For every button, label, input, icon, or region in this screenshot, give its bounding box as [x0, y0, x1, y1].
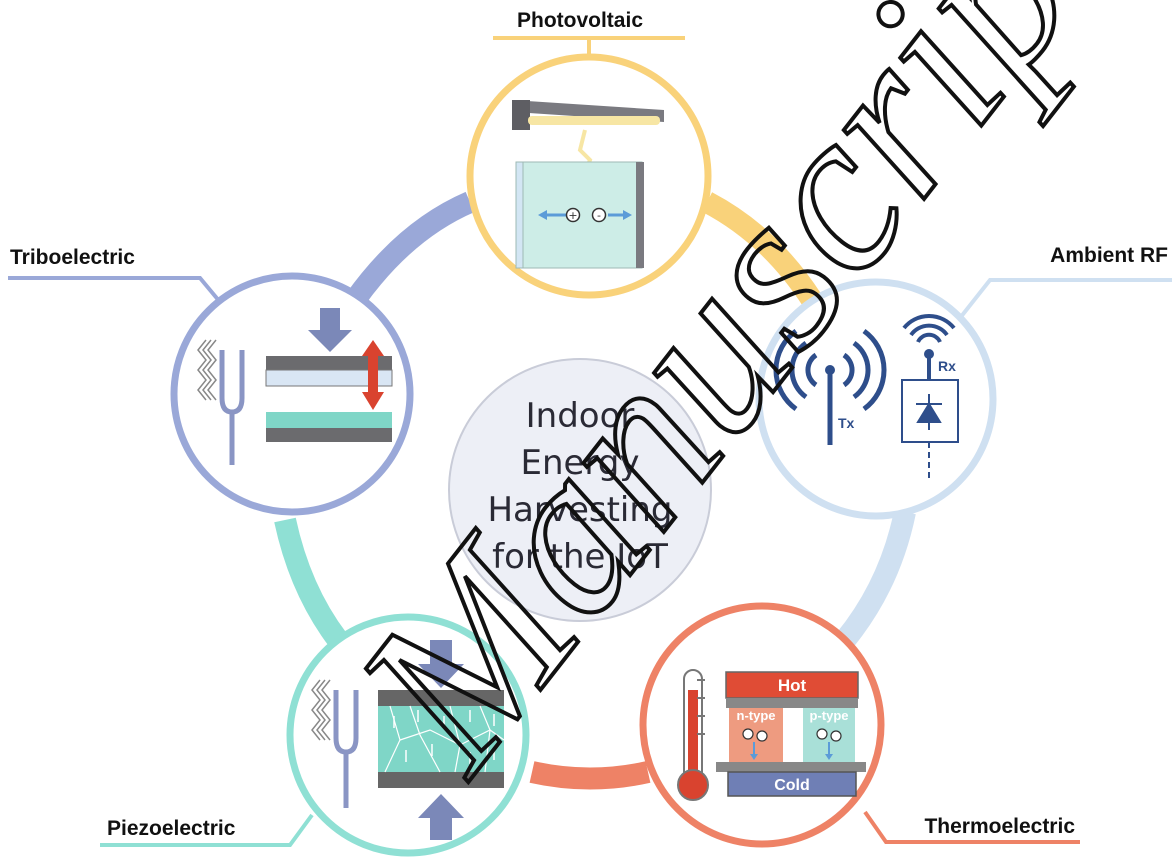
- ambient-rf-node: Ambient RF Tx Rx: [755, 244, 1172, 520]
- piezoelectric-label: Piezoelectric: [107, 817, 236, 840]
- cold-label: Cold: [774, 777, 810, 794]
- center-line-2: Energy: [520, 443, 639, 483]
- connector-ring: [274, 191, 916, 790]
- rx-label: Rx: [938, 358, 956, 374]
- arc-triboelectric-photovoltaic: [346, 191, 475, 307]
- contact-separation-arrow-icon: [362, 340, 384, 410]
- arc-thermoelectric-piezoelectric: [529, 761, 651, 790]
- n-type-leg: [729, 708, 783, 762]
- center-line-4: for the IoT: [492, 537, 668, 577]
- rectifier-diode-icon: [901, 379, 959, 482]
- svg-text:-: -: [597, 209, 601, 222]
- photovoltaic-node: Photovoltaic + -: [466, 9, 712, 299]
- triboelectric-node: Triboelectric: [8, 246, 414, 516]
- svg-text:+: +: [568, 209, 577, 222]
- p-type-label: p-type: [810, 708, 849, 723]
- tx-label: Tx: [838, 415, 855, 431]
- vibration-icon: [197, 339, 217, 401]
- center-line-3: Harvesting: [487, 490, 672, 530]
- press-up-arrow-icon: [418, 794, 464, 840]
- cold-plate: [727, 771, 857, 797]
- triboelectric-label: Triboelectric: [10, 246, 135, 269]
- arc-piezoelectric-triboelectric: [274, 517, 347, 647]
- tuning-fork-icon: [219, 350, 245, 465]
- piezoelectric-node: Piezoelectric: [100, 613, 530, 857]
- thermoelectric-node: Thermoelectric Hot n-type p-type: [639, 602, 1080, 848]
- hot-label: Hot: [778, 676, 807, 695]
- arc-ambient-thermoelectric: [836, 509, 916, 647]
- ambient-rf-label: Ambient RF: [1050, 244, 1168, 267]
- dipole-arrows: [393, 710, 495, 764]
- center-line-1: Indoor: [526, 396, 635, 436]
- tx-antenna-icon: [773, 328, 887, 445]
- thermoelectric-label: Thermoelectric: [924, 815, 1075, 838]
- n-type-label: n-type: [737, 708, 776, 723]
- press-down-arrow-icon: [418, 640, 464, 688]
- hot-plate: [725, 671, 859, 699]
- charge-arrows: + -: [538, 207, 632, 223]
- arc-photovoltaic-ambient: [701, 192, 822, 307]
- photovoltaic-label: Photovoltaic: [517, 9, 643, 32]
- tuning-fork-icon: [333, 690, 359, 808]
- press-down-arrow-icon: [308, 308, 352, 352]
- lamp-icon: [512, 100, 664, 130]
- vibration-icon: [311, 679, 331, 741]
- center-node: Indoor Energy Harvesting for the IoT: [448, 358, 712, 622]
- thermometer-icon: [677, 669, 709, 801]
